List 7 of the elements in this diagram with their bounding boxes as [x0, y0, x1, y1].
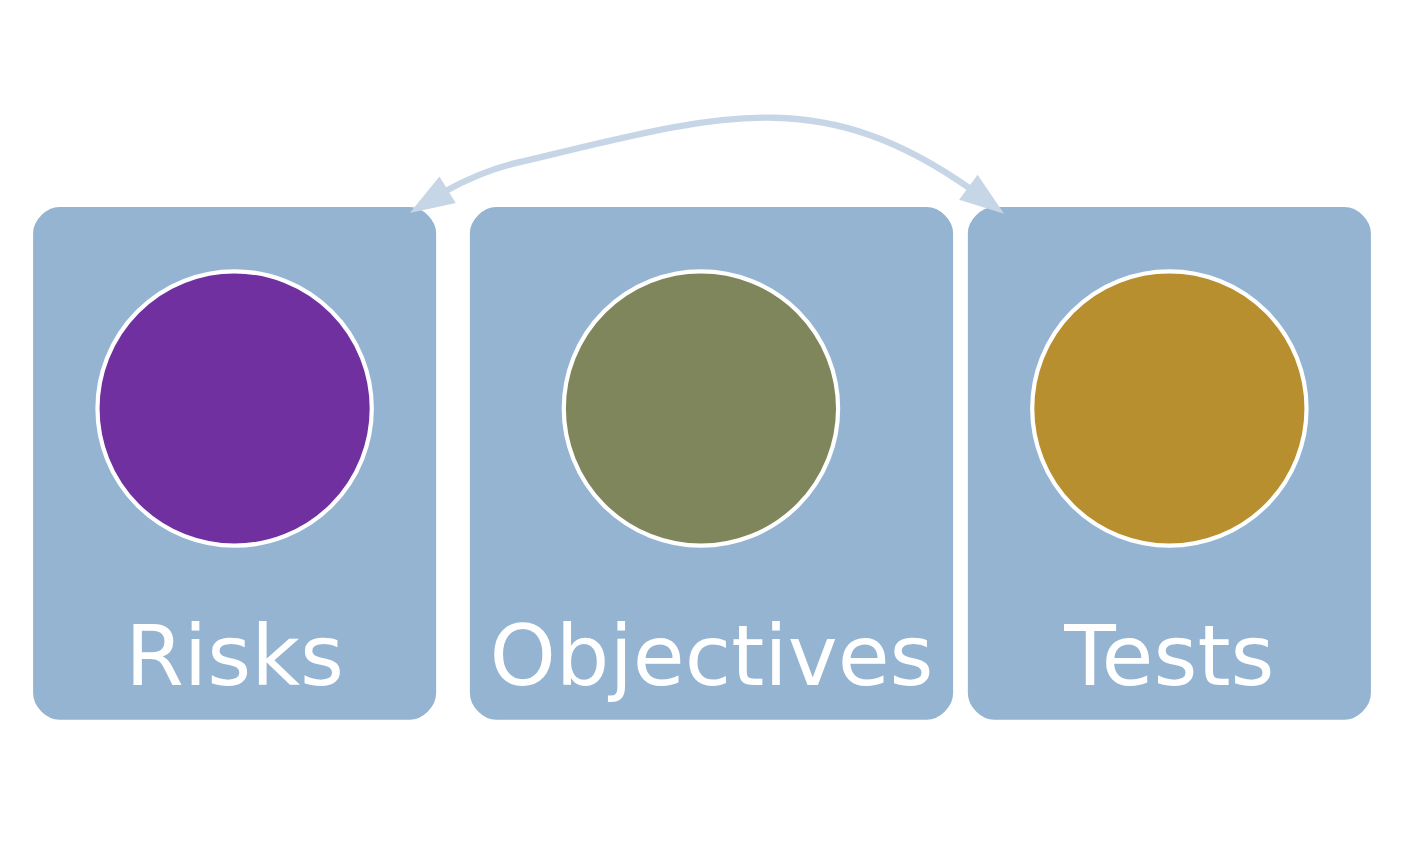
arrow — [409, 114, 1005, 214]
cluster: Risks — [33, 206, 437, 720]
node-circle — [95, 268, 374, 548]
cluster: Tests — [967, 206, 1371, 720]
node-circle — [561, 268, 841, 548]
node-circle — [1030, 268, 1309, 548]
cluster: Objectives — [469, 206, 954, 720]
